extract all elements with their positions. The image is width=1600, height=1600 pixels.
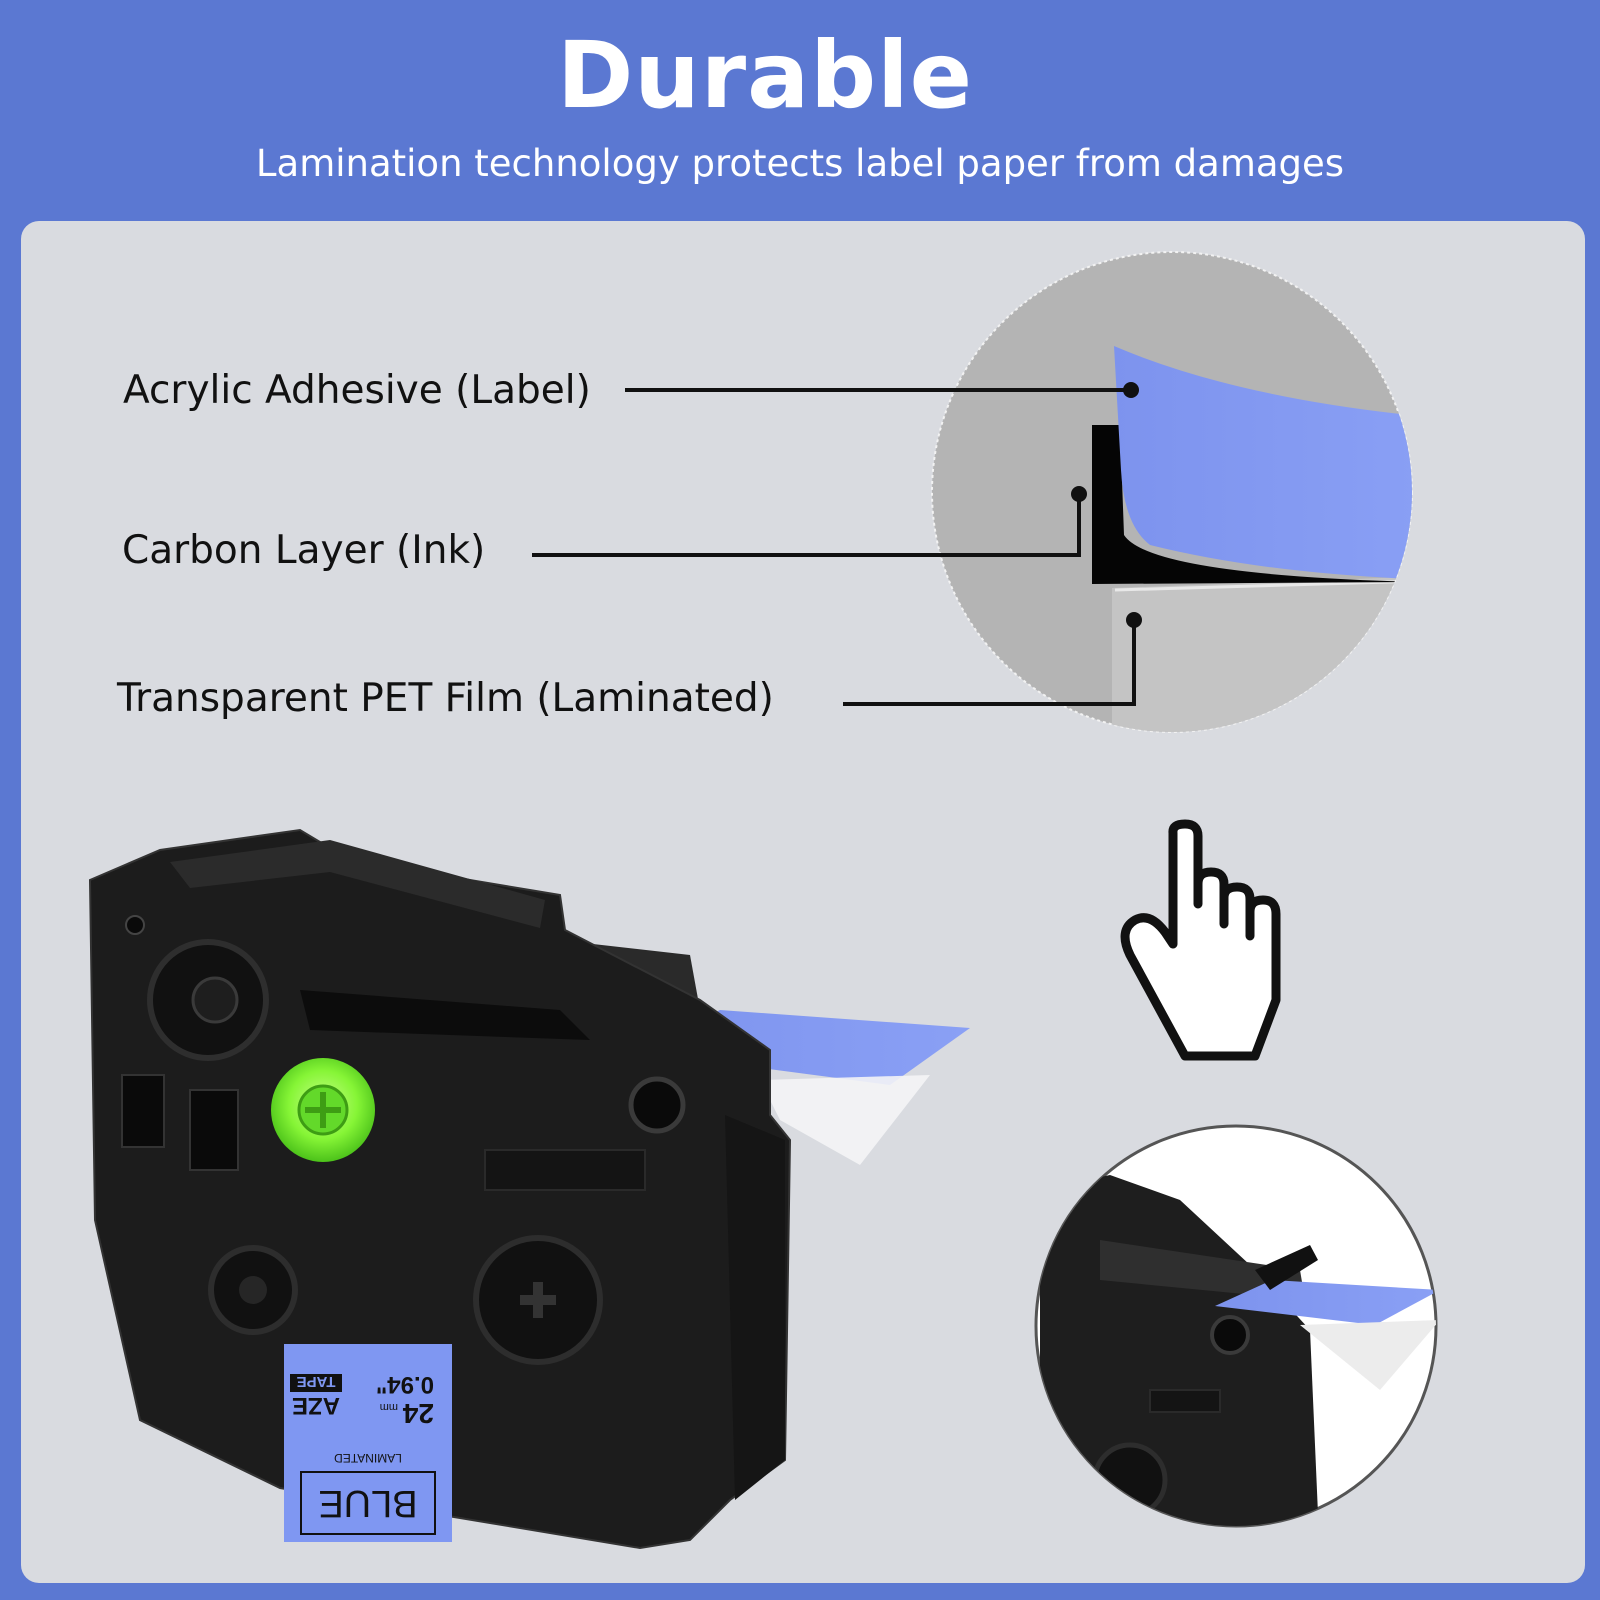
label-unit-mm: mm (380, 1401, 398, 1413)
leader-dots (1071, 382, 1142, 628)
zoom-detail (1034, 1124, 1438, 1528)
label-width-in: 0.94" (376, 1371, 434, 1398)
carbon-layer (1092, 425, 1412, 584)
film-strip (760, 1075, 930, 1165)
label-brand-line1: AZE (292, 1392, 340, 1419)
layer-label-carbon: Carbon Layer (Ink) (122, 528, 486, 573)
tape-cartridge: BLUE LAMINATED 24 mm 0.94" AZE TAPE (88, 828, 970, 1550)
pet-film-layer (1112, 575, 1412, 732)
leader-lines (532, 388, 1136, 706)
cartridge-label: BLUE LAMINATED 24 mm 0.94" AZE TAPE (284, 1344, 452, 1542)
label-color-name: BLUE (318, 1482, 417, 1524)
label-brand-line2: TAPE (297, 1373, 336, 1390)
layer-label-adhesive: Acrylic Adhesive (Label) (123, 368, 591, 413)
label-subtext: LAMINATED (334, 1451, 402, 1465)
label-width-mm: 24 (402, 1398, 434, 1429)
layer-label-pet-film: Transparent PET Film (Laminated) (117, 676, 774, 721)
cross-section-diagram (931, 251, 1413, 733)
page-subtitle: Lamination technology protects label pap… (255, 142, 1345, 185)
hand-pointer-icon (1120, 819, 1281, 1061)
page-title: Durable (556, 22, 974, 129)
adhesive-layer (1114, 346, 1412, 580)
